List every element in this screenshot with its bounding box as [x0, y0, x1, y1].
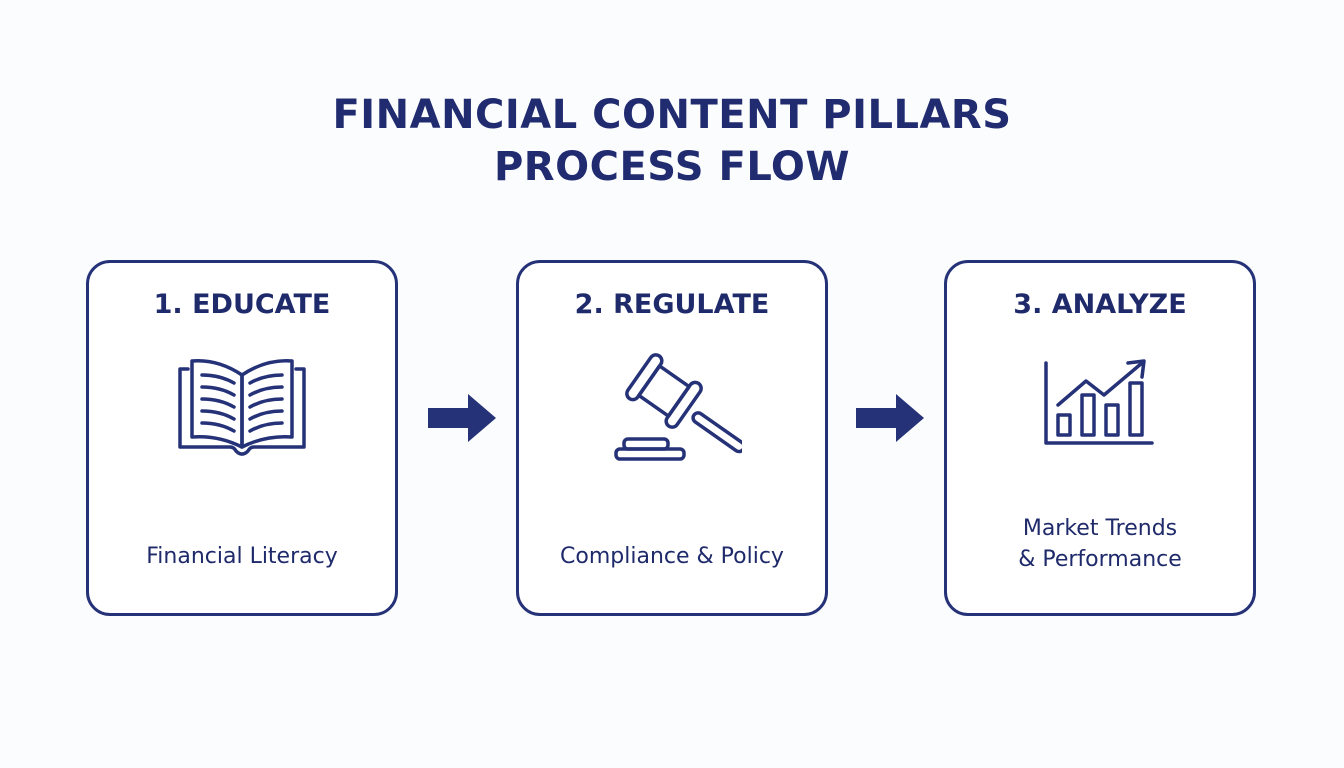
- title-line-1: FINANCIAL CONTENT PILLARS: [332, 92, 1012, 138]
- bar-chart-trend-icon: [1040, 351, 1160, 455]
- arrow-right-icon: [856, 392, 926, 448]
- arrow-right-icon: [428, 392, 498, 448]
- title-line-2: PROCESS FLOW: [493, 144, 851, 190]
- step-subtitle: Financial Literacy: [146, 544, 338, 569]
- step-card-regulate: 2. REGULATE Compliance & Policy: [516, 260, 828, 616]
- step-subtitle-line-2: & Performance: [1018, 547, 1182, 572]
- gavel-icon: [602, 351, 746, 465]
- step-card-educate: 1. EDUCATE Financial Literacy: [86, 260, 398, 616]
- step-subtitle-line-1: Market Trends: [1022, 516, 1178, 541]
- step-subtitle: Compliance & Policy: [560, 544, 784, 569]
- step-heading: 1. EDUCATE: [153, 289, 331, 320]
- step-heading: 2. REGULATE: [574, 289, 770, 320]
- step-card-analyze: 3. ANALYZE Market Trends & Performance: [944, 260, 1256, 616]
- step-heading: 3. ANALYZE: [1013, 289, 1187, 320]
- open-book-icon: [174, 351, 310, 467]
